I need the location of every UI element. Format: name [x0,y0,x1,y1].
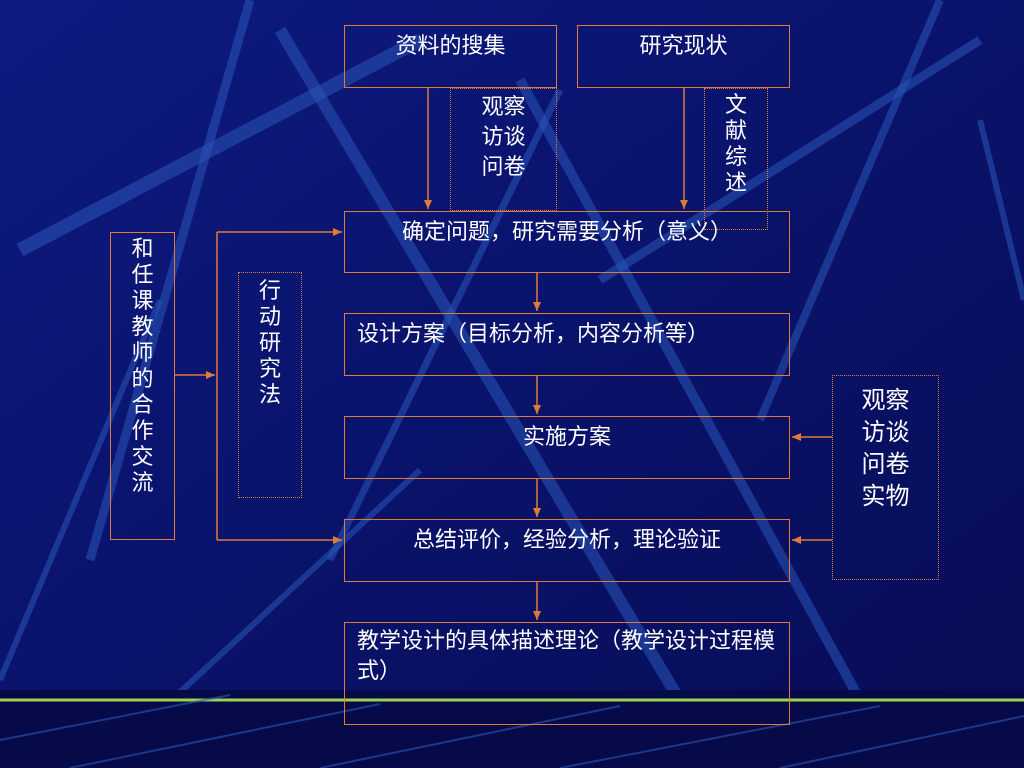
node-review: 文献综述 [704,88,768,230]
node-methods-right: 观察访谈问卷实物 [832,375,939,580]
node-methods-right-label: 观察访谈问卷实物 [861,386,910,510]
node-status: 研究现状 [577,25,790,88]
node-define-label: 确定问题，研究需要分析（意义） [401,220,732,245]
node-define: 确定问题，研究需要分析（意义） [344,211,790,273]
node-implement: 实施方案 [344,416,790,479]
node-action: 行动研究法 [238,272,302,498]
node-action-label: 行动研究法 [258,279,281,408]
node-collect-label: 资料的搜集 [395,34,506,59]
node-design-label: 设计方案（目标分析，内容分析等） [357,322,710,347]
node-review-label: 文献综述 [724,93,747,196]
node-theory: 教学设计的具体描述理论（教学设计过程模式） [344,622,790,725]
node-collect: 资料的搜集 [344,25,557,88]
node-teachers-label: 和任课教师的合作交流 [131,237,154,496]
node-design: 设计方案（目标分析，内容分析等） [344,313,790,376]
node-implement-label: 实施方案 [522,425,611,450]
node-summary-label: 总结评价，经验分析，理论验证 [412,528,721,553]
node-methods-top-label: 观察访谈问卷 [481,95,526,180]
node-status-label: 研究现状 [639,34,728,59]
node-methods-top: 观察访谈问卷 [450,88,557,211]
node-summary: 总结评价，经验分析，理论验证 [344,519,790,582]
node-theory-label: 教学设计的具体描述理论（教学设计过程模式） [357,629,776,684]
node-teachers: 和任课教师的合作交流 [110,232,175,540]
